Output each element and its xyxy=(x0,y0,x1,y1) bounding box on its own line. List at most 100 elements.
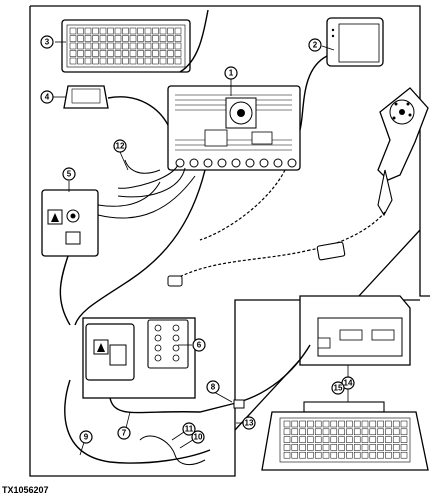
key xyxy=(174,27,182,35)
key xyxy=(322,436,330,443)
key xyxy=(369,428,377,436)
key xyxy=(291,428,299,436)
key xyxy=(69,42,77,50)
key xyxy=(307,444,314,451)
key xyxy=(92,50,99,57)
key xyxy=(385,451,392,459)
key xyxy=(114,42,122,50)
figure-id: TX1056207 xyxy=(2,485,49,495)
key xyxy=(361,444,369,451)
key xyxy=(299,444,306,451)
key xyxy=(299,420,306,428)
key xyxy=(114,57,122,65)
controller-port xyxy=(217,158,227,168)
key xyxy=(314,420,322,428)
key xyxy=(114,50,122,57)
fuse-socket xyxy=(154,324,162,332)
key xyxy=(99,50,107,57)
main-harness xyxy=(59,255,71,326)
key xyxy=(369,420,377,428)
key xyxy=(129,35,137,42)
key xyxy=(167,27,174,35)
key xyxy=(174,57,182,65)
key xyxy=(107,35,114,42)
key xyxy=(392,451,400,459)
svg-text:14: 14 xyxy=(344,379,353,388)
key xyxy=(107,42,114,50)
key xyxy=(338,420,345,428)
main-harness-2 xyxy=(74,169,206,326)
key xyxy=(353,428,361,436)
small-display-cable xyxy=(107,96,169,126)
key xyxy=(369,444,377,451)
controller-port xyxy=(273,158,283,168)
key xyxy=(392,420,400,428)
key xyxy=(392,428,400,436)
key xyxy=(92,42,99,50)
svg-text:4: 4 xyxy=(45,93,50,102)
key xyxy=(361,451,369,459)
key xyxy=(144,27,152,35)
key xyxy=(152,35,159,42)
key xyxy=(144,50,152,57)
key xyxy=(338,444,345,451)
key xyxy=(307,428,314,436)
callout-7: 7 xyxy=(117,426,131,440)
frame-outline xyxy=(29,5,430,477)
key xyxy=(330,436,338,443)
key xyxy=(361,428,369,436)
key xyxy=(314,436,322,443)
key xyxy=(152,42,159,50)
key xyxy=(353,436,361,443)
key xyxy=(84,27,92,35)
key xyxy=(299,451,306,459)
keyboard xyxy=(61,19,191,73)
connector-8 xyxy=(233,399,245,409)
key xyxy=(283,436,291,443)
callout-6: 6 xyxy=(192,338,206,352)
key xyxy=(346,420,353,428)
key xyxy=(122,57,129,65)
harness-box5 xyxy=(97,181,161,207)
key xyxy=(353,451,361,459)
key xyxy=(84,35,92,42)
svg-text:5: 5 xyxy=(67,170,72,179)
key xyxy=(283,420,291,428)
key xyxy=(137,50,144,57)
key xyxy=(137,35,144,42)
callout-13: 13 xyxy=(242,416,256,430)
harness-12a xyxy=(117,164,179,189)
controller-port xyxy=(231,158,241,168)
key xyxy=(291,451,299,459)
key xyxy=(77,35,84,42)
callout-2: 2 xyxy=(308,38,322,52)
harness-box5b xyxy=(97,175,196,219)
key xyxy=(99,27,107,35)
key xyxy=(107,50,114,57)
key xyxy=(129,50,137,57)
callout-11: 11 xyxy=(182,422,196,436)
key xyxy=(159,57,167,65)
cable-9 xyxy=(64,379,211,464)
key xyxy=(129,27,137,35)
controller-port xyxy=(203,158,213,168)
svg-text:15: 15 xyxy=(334,384,343,393)
key xyxy=(92,35,99,42)
key xyxy=(167,42,174,50)
key xyxy=(338,428,345,436)
key xyxy=(283,444,291,451)
key xyxy=(307,420,314,428)
key xyxy=(400,420,408,428)
key xyxy=(369,436,377,443)
receiver-unit xyxy=(299,295,411,366)
key xyxy=(291,420,299,428)
svg-text:9: 9 xyxy=(84,433,89,442)
key xyxy=(400,444,408,451)
key xyxy=(322,428,330,436)
key xyxy=(84,42,92,50)
cable-7 xyxy=(109,397,233,414)
callout-8: 8 xyxy=(206,380,220,394)
key xyxy=(99,35,107,42)
